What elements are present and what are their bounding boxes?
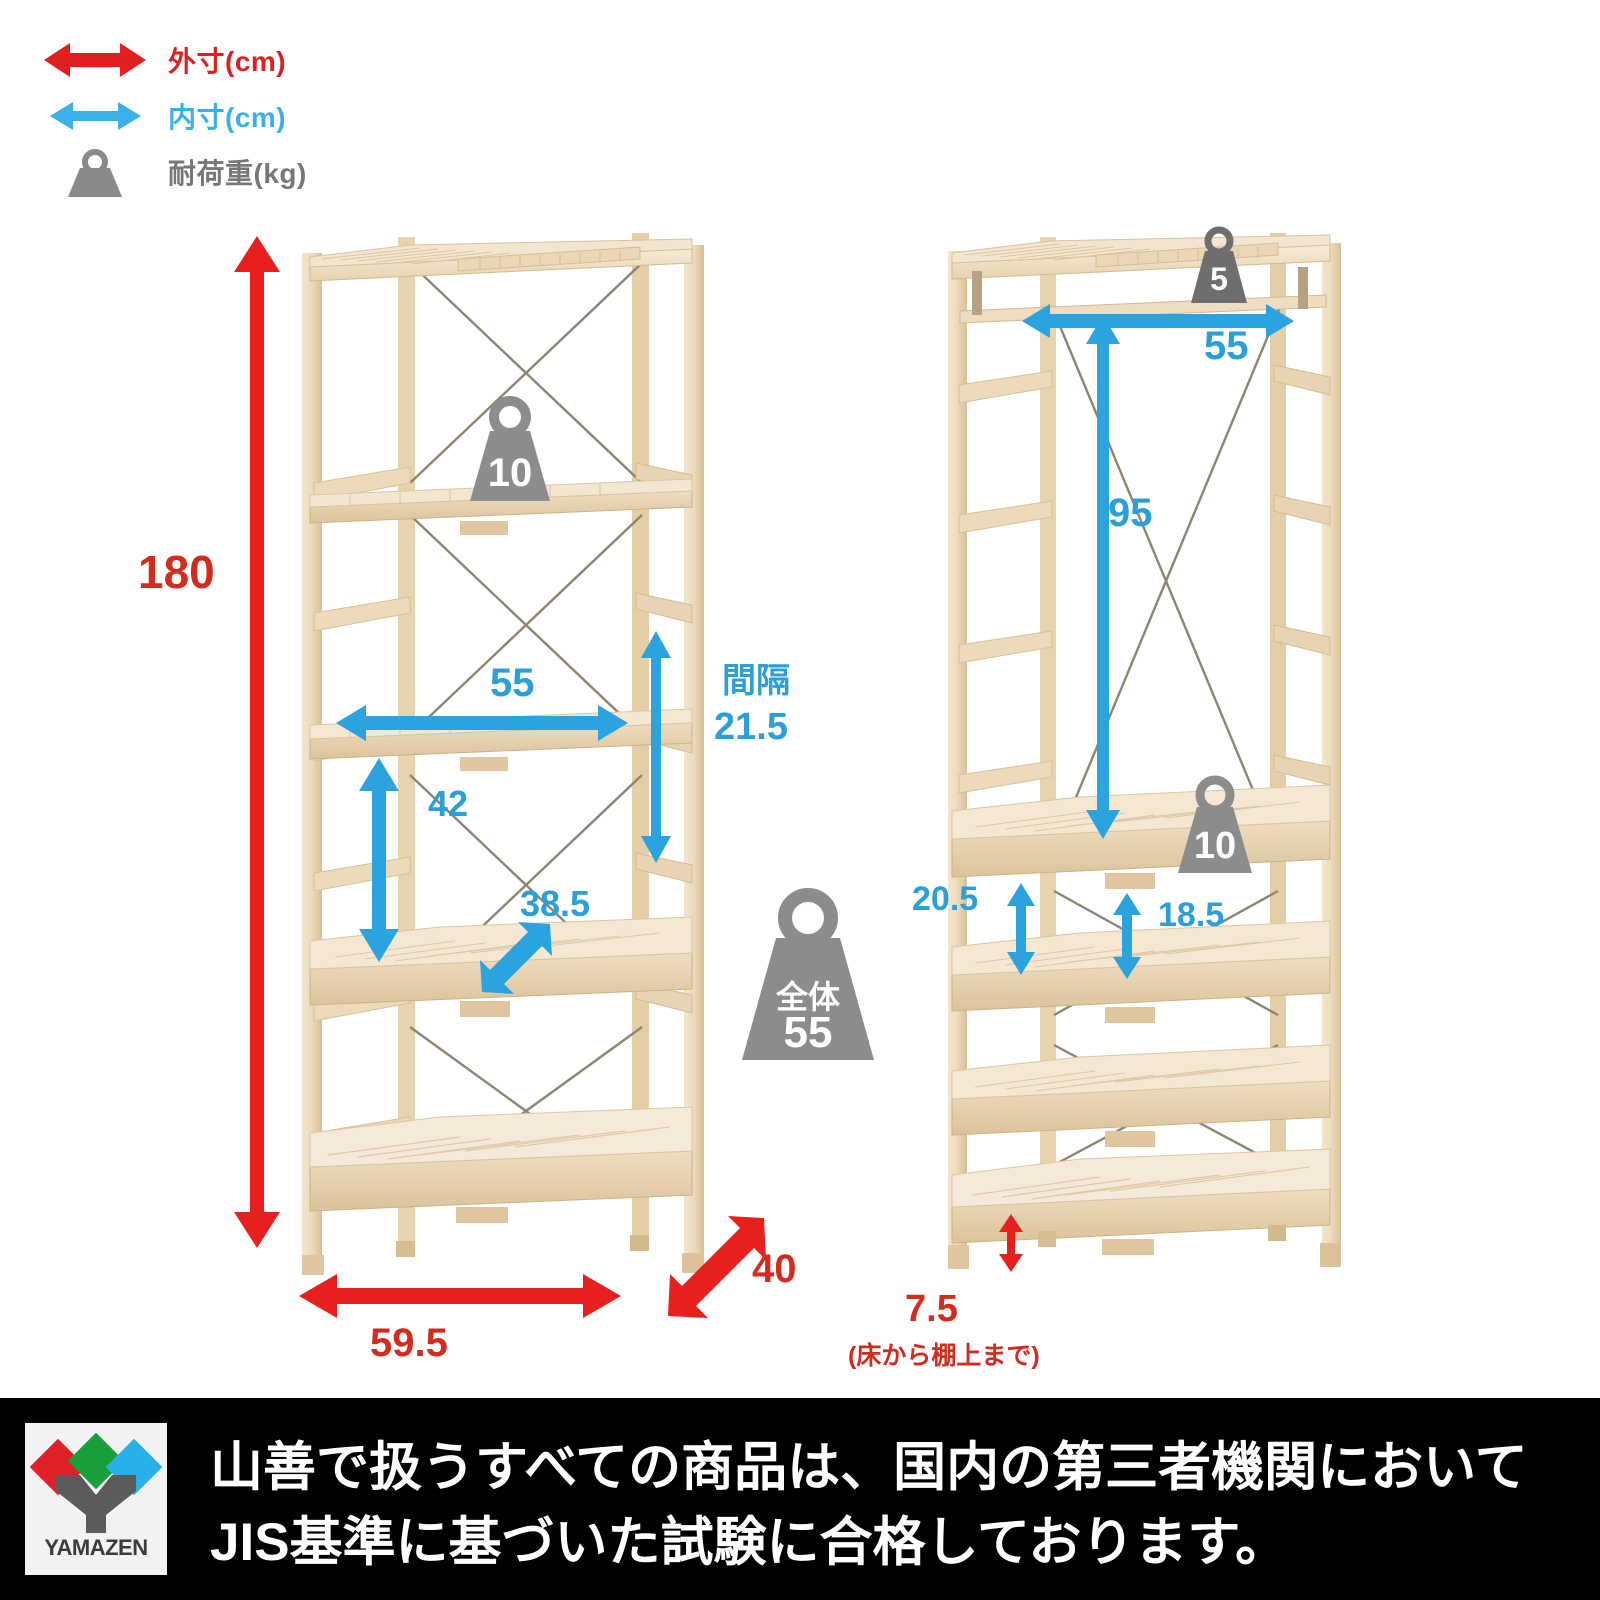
legend: 外寸(cm) 内寸(cm) 耐荷重(k	[40, 35, 370, 203]
shelf-gap-label-20-5: 20.5	[912, 880, 979, 918]
banner-line-2: JIS基準に基づいた試験に合格しております。	[210, 1513, 1289, 1573]
hanger-load-value: 5	[1210, 261, 1228, 297]
yamazen-logo: YAMAZEN	[25, 1423, 167, 1575]
legend-label-outer: 外寸(cm)	[168, 46, 287, 77]
floor-clearance-arrow-7-5	[999, 1214, 1023, 1272]
legend-row-weight: 耐荷重(kg)	[40, 147, 370, 197]
total-load-value: 55	[783, 1008, 833, 1057]
shelf-load-value-left: 10	[487, 451, 533, 495]
hanger-load-badge: 5	[1176, 225, 1262, 307]
floor-clearance-note: (床から棚上まで)	[848, 1342, 1040, 1370]
certification-banner: YAMAZEN 山善で扱うすべての商品は、国内の第三者機関において JIS基準に…	[0, 1398, 1600, 1600]
shelf-gap-arrow-18-5	[1113, 893, 1141, 979]
legend-row-inner: 内寸(cm)	[40, 91, 370, 141]
hanging-height-label-95: 95	[1108, 491, 1153, 535]
inner-height-arrow-42	[359, 758, 399, 962]
shelf-load-badge-left: 10	[450, 395, 570, 505]
rung-spacing-arrow	[641, 631, 671, 863]
double-arrow-blue-icon	[40, 93, 150, 139]
depth-arrow-40	[668, 1216, 766, 1318]
shelf-gap-label-18-5: 18.5	[1158, 896, 1225, 934]
depth-label-40: 40	[752, 1247, 797, 1291]
inner-width-arrow-55	[336, 705, 628, 741]
legend-label-inner: 内寸(cm)	[168, 102, 287, 133]
inner-width-label-55: 55	[490, 661, 535, 705]
double-arrow-red-icon	[40, 37, 150, 83]
rung-spacing-title: 間隔	[722, 662, 790, 700]
legend-row-outer: 外寸(cm)	[40, 35, 370, 85]
banner-text-block: 山善で扱うすべての商品は、国内の第三者機関において JIS基準に基づいた試験に合…	[210, 1430, 1570, 1581]
height-label-180: 180	[138, 546, 215, 598]
rung-spacing-label-21-5: 21.5	[714, 706, 788, 748]
logo-diamonds	[29, 1432, 163, 1533]
inner-depth-arrow-38-5	[480, 922, 552, 994]
legend-label-weight: 耐荷重(kg)	[168, 158, 307, 189]
inner-height-label-42: 42	[428, 783, 469, 824]
shelf-load-badge-right: 10	[1160, 775, 1270, 877]
total-load-title: 全体	[775, 979, 840, 1015]
shelf-load-value-right: 10	[1193, 825, 1237, 867]
width-label-59-5: 59.5	[370, 1321, 448, 1365]
hanger-width-arrow-55	[1022, 304, 1294, 338]
inner-depth-label-38-5: 38.5	[520, 883, 591, 924]
width-arrow-59-5	[299, 1274, 621, 1318]
banner-line-1: 山善で扱うすべての商品は、国内の第三者機関において	[210, 1438, 1528, 1497]
height-arrow-180	[234, 236, 280, 1248]
hanging-height-arrow-95	[1086, 315, 1120, 839]
shelf-gap-arrow-20-5	[1007, 883, 1035, 975]
logo-y-shape	[56, 1475, 136, 1533]
weight-gray-icon	[40, 149, 150, 197]
right-rack-illustration	[948, 233, 1341, 1269]
floor-clearance-value-7-5: 7.5	[905, 1288, 958, 1330]
hanger-width-label-55: 55	[1204, 324, 1249, 368]
total-load-badge: 全体 55	[718, 886, 898, 1066]
logo-wordmark: YAMAZEN	[44, 1535, 148, 1560]
